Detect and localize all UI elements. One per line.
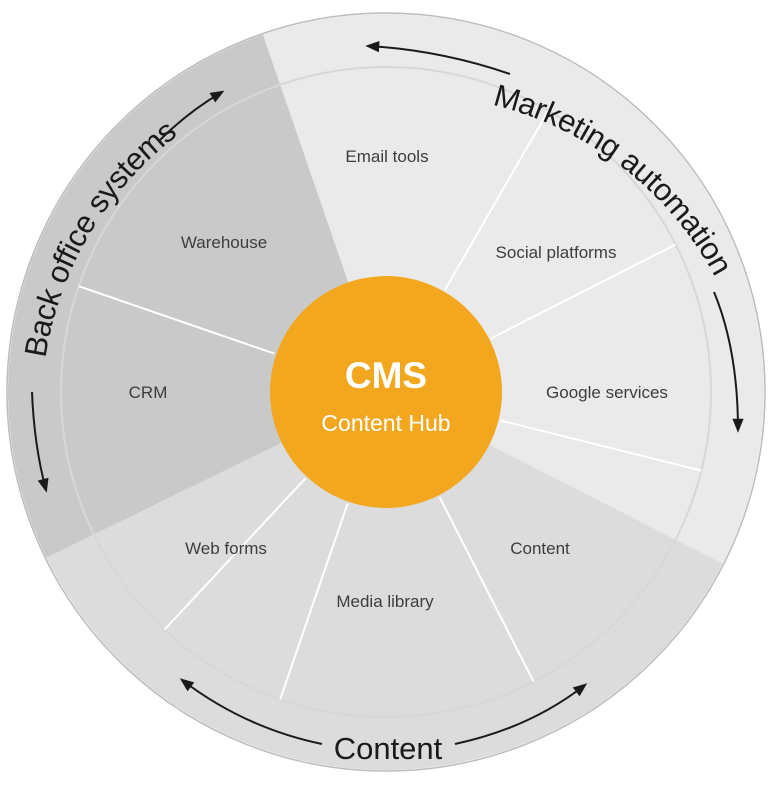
hub-subtitle: Content Hub [321,410,450,436]
marketing-arrow-down [713,291,744,433]
hub-circle [270,276,502,508]
content-arrow-left [179,678,323,745]
segment-label-google-services: Google services [546,383,668,402]
backoffice-arrow-down [31,391,49,493]
segment-label-crm: CRM [129,383,168,402]
segment-divider [438,496,535,683]
segment-label-content: Content [510,539,570,558]
content-arrow-right [454,683,588,745]
segment-label-web-forms: Web forms [185,539,267,558]
outer-border [6,12,766,772]
hub: CMS Content Hub [270,276,502,508]
sector-marketing [262,13,764,564]
segment-labels: Email tools Social platforms Google serv… [129,147,668,611]
segment-divider [163,477,307,631]
ring-arrows [31,41,744,745]
segment-dividers [78,110,702,700]
segment-divider [490,243,677,340]
segment-label-warehouse: Warehouse [181,233,267,252]
inner-ring [60,66,712,718]
segment-label-email-tools: Email tools [345,147,428,166]
inner-ring-line [60,66,712,718]
group-label-content: Content [334,731,443,766]
backoffice-arrow-up [159,90,225,141]
marketing-arrow-left [365,41,511,75]
segment-divider [78,285,275,355]
hub-title: CMS [345,355,427,396]
sector-content [46,392,723,770]
segment-label-social-platforms: Social platforms [496,243,617,262]
segment-divider [279,503,349,700]
segment-divider [500,419,702,472]
segment-divider [444,110,550,291]
segment-label-media-library: Media library [336,592,434,611]
